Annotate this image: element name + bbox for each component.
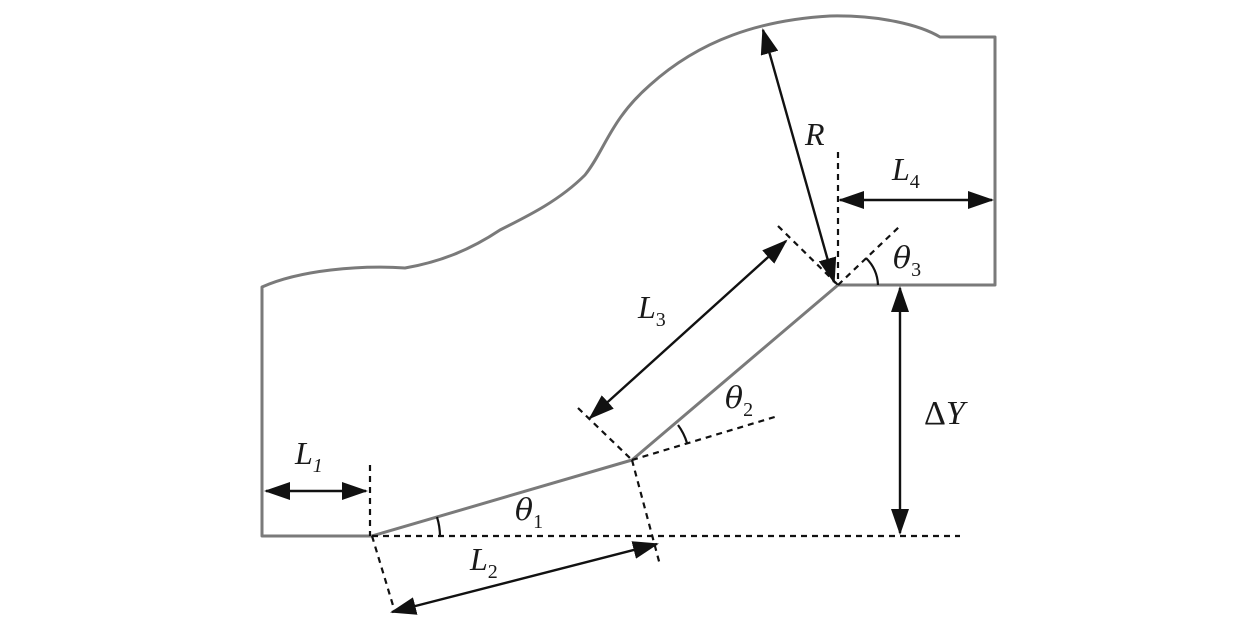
- l2-dimension-arrow: [390, 541, 659, 615]
- label-l3: L3: [637, 289, 666, 331]
- label-l1: L1: [294, 435, 323, 477]
- theta2-arc: [677, 424, 689, 444]
- label-delta-y: ΔY: [924, 395, 968, 432]
- l3-end-dashed: [777, 225, 839, 286]
- label-theta2: θ2: [725, 381, 753, 421]
- theta3-ext-dashed: [837, 225, 901, 286]
- r-dimension-arrow: [760, 28, 837, 284]
- theta1-arc: [435, 516, 442, 537]
- label-theta1: θ1: [515, 493, 543, 533]
- label-l4: L4: [891, 151, 920, 193]
- l3-start-dashed: [577, 407, 633, 461]
- label-l2: L2: [469, 541, 498, 583]
- label-theta3: θ3: [893, 241, 921, 281]
- part-profile: [260, 14, 997, 538]
- label-r: R: [804, 116, 825, 152]
- theta2-ext-dashed: [631, 414, 779, 462]
- l2-start-dashed: [370, 535, 397, 613]
- theta3-arc: [865, 257, 880, 286]
- l3-dimension-arrow: [588, 239, 788, 420]
